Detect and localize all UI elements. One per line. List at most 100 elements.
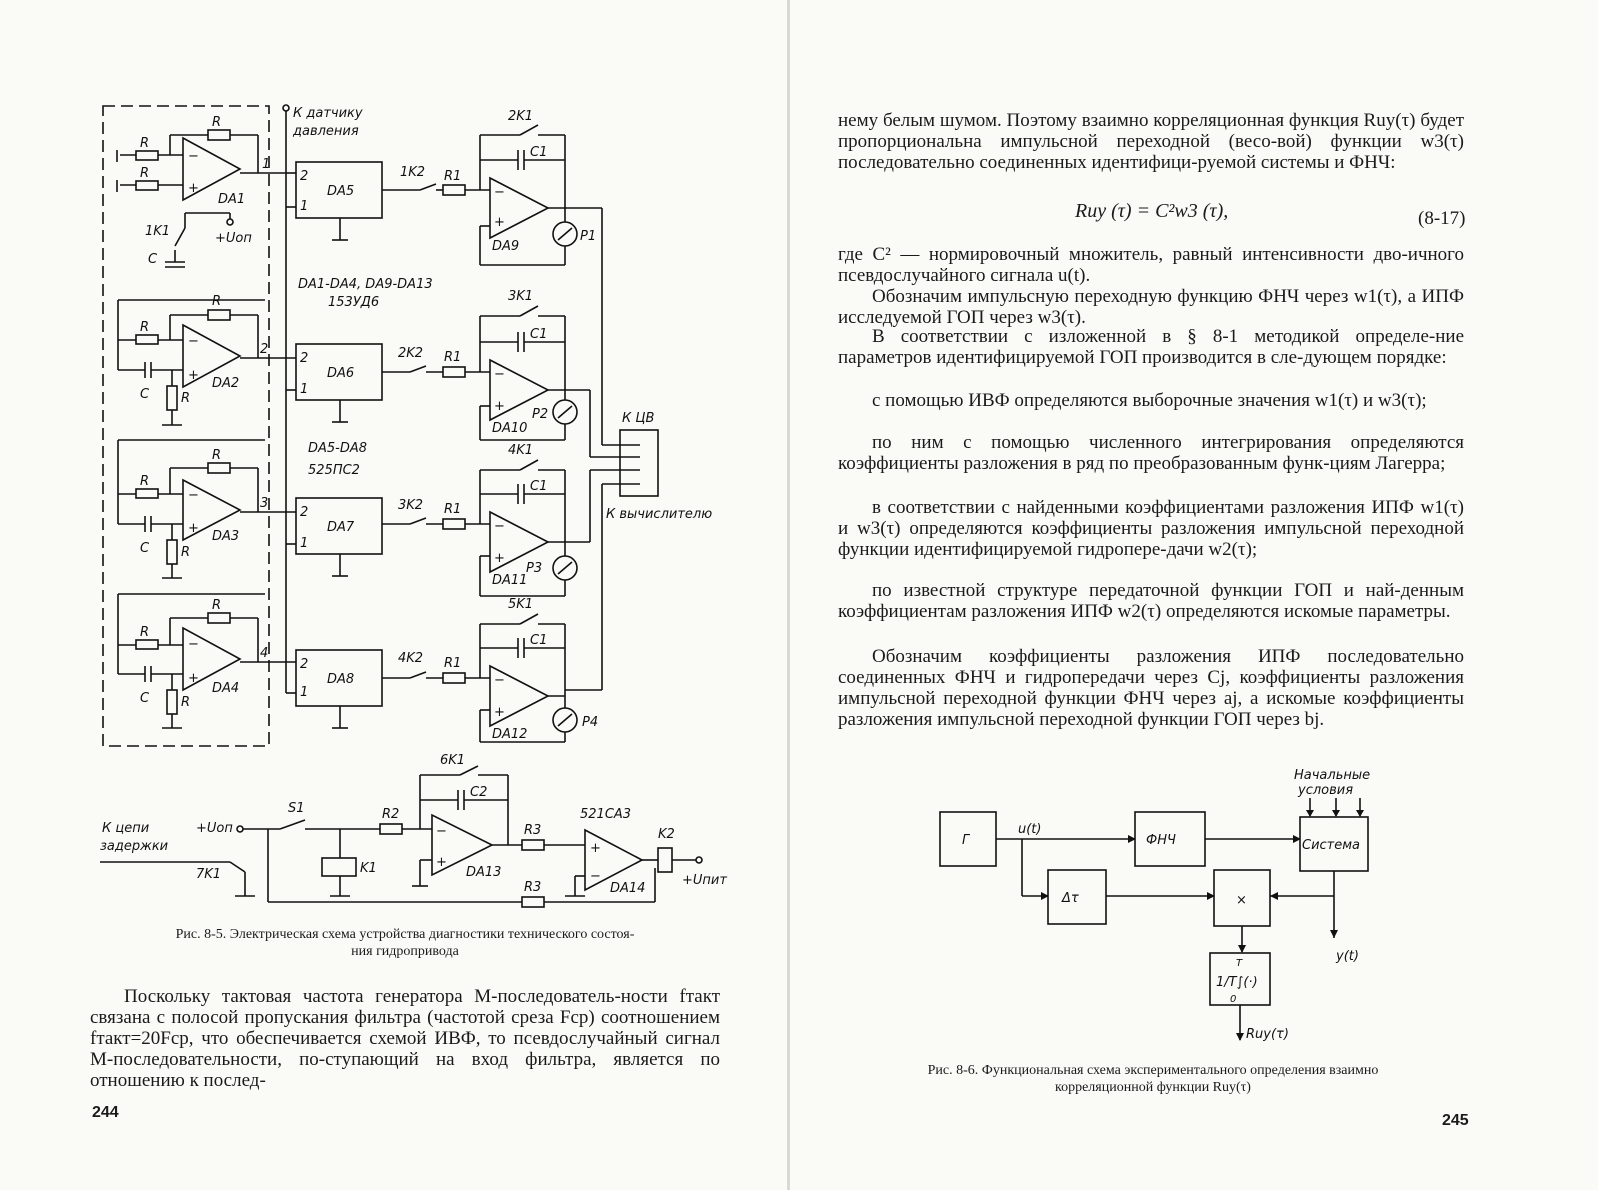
- label-comparator: 521СА3: [580, 807, 631, 822]
- label-upit: +Uпит: [682, 873, 727, 888]
- label-ic-group-2: DA5-DA8: [308, 441, 367, 456]
- stage-3: −+ DA3 R R C R 3 DA7 21 3K2 R1 −+ DA11: [117, 439, 591, 597]
- label-r: R: [140, 136, 149, 151]
- svg-text:2: 2: [300, 351, 308, 366]
- label-yt: y(t): [1335, 949, 1359, 964]
- svg-text:1: 1: [300, 382, 308, 397]
- label-c: C: [140, 387, 150, 402]
- svg-text:−: −: [590, 869, 601, 884]
- label-c: C: [140, 691, 150, 706]
- label-c1: C1: [530, 479, 547, 494]
- svg-text:+: +: [494, 551, 505, 566]
- sensor-block-enclosure: [102, 105, 270, 747]
- label-multiplier: ×: [1236, 893, 1247, 908]
- svg-text:+: +: [436, 855, 447, 870]
- sensor-label-1: К датчику: [293, 106, 363, 121]
- svg-text:2: 2: [300, 657, 308, 672]
- stage-1: −+ DA1 R R R 1 1K1 +Uоп C DA5 21 1K2 R1: [116, 109, 603, 445]
- label-ic-group-1-type: 153УД6: [328, 295, 379, 310]
- caption-line: Рис. 8-6. Функциональная схема экспериме…: [927, 1063, 1379, 1078]
- caption-line: Рис. 8-5. Электрическая схема устройства…: [175, 927, 635, 942]
- svg-text:+: +: [494, 215, 505, 230]
- label-r: R: [181, 545, 190, 560]
- svg-text:−: −: [494, 185, 505, 200]
- body-paragraph: Обозначим коэффициенты разложения ИПФ по…: [838, 646, 1464, 730]
- label-k1: K1: [360, 861, 377, 876]
- caption-line: корреляционной функции Ruy(τ): [1055, 1080, 1251, 1095]
- label-c: C: [148, 252, 158, 267]
- delay-circuit: К цепи задержки +Uоп S1 R2 −+ DA13 6K1 C…: [100, 753, 727, 908]
- figure-8-5-caption: Рис. 8-5. Электрическая схема устройства…: [90, 926, 720, 960]
- label-r: R: [212, 448, 221, 463]
- svg-text:+: +: [494, 705, 505, 720]
- label-da7: DA7: [327, 520, 355, 535]
- svg-text:−: −: [494, 367, 505, 382]
- label-da1: DA1: [218, 192, 245, 207]
- svg-text:2: 2: [300, 505, 308, 520]
- label-da12: DA12: [492, 727, 527, 742]
- label-da10: DA10: [492, 421, 527, 436]
- label-p4: P4: [582, 715, 598, 730]
- relay-k1: [321, 857, 357, 877]
- book-gutter: [787, 0, 790, 1190]
- formula-8-17: Ruy (τ) = C²w3 (τ),: [1075, 200, 1229, 222]
- label-r1: R1: [444, 169, 461, 184]
- label-delay-1: К цепи: [102, 821, 149, 836]
- svg-text:1: 1: [300, 536, 308, 551]
- label-c1: C1: [530, 633, 547, 648]
- label-integrator: 1/T∫(·): [1216, 975, 1258, 990]
- body-paragraph: где C² — нормировочный множитель, равный…: [838, 244, 1464, 286]
- label-r1: R1: [444, 656, 461, 671]
- label-delay-2: задержки: [100, 839, 168, 854]
- label-r3: R3: [524, 880, 541, 895]
- label-r: R: [212, 598, 221, 613]
- label-integrator-upper: T: [1236, 958, 1243, 969]
- label-integrator-lower: 0: [1230, 994, 1236, 1005]
- svg-text:+: +: [494, 399, 505, 414]
- svg-text:+: +: [188, 521, 199, 536]
- label-r: R: [181, 391, 190, 406]
- svg-text:+: +: [188, 181, 199, 196]
- label-r: R: [212, 294, 221, 309]
- label-ic-group-2-type: 525ПС2: [308, 463, 360, 478]
- label-initial-conditions-1: Начальные: [1294, 768, 1370, 783]
- label-r3: R3: [524, 823, 541, 838]
- label-da13: DA13: [466, 865, 501, 880]
- label-1k1: 1K1: [145, 224, 170, 239]
- svg-text:−: −: [494, 519, 505, 534]
- svg-text:1: 1: [300, 199, 308, 214]
- label-r: R: [181, 695, 190, 710]
- label-initial-conditions-2: условия: [1297, 783, 1353, 798]
- label-ut: u(t): [1018, 822, 1041, 837]
- label-2k1: 2K1: [508, 109, 533, 124]
- body-paragraph: в соответствии с найденными коэффициента…: [838, 497, 1464, 560]
- label-uop: +Uоп: [215, 231, 252, 246]
- label-r1: R1: [444, 350, 461, 365]
- label-ic-group-1: DA1-DA4, DA9-DA13: [298, 277, 433, 292]
- label-c1: C1: [530, 145, 547, 160]
- opamp-da9: [489, 176, 550, 240]
- block-lpf: [1134, 811, 1206, 867]
- block-multiplier: [1213, 869, 1271, 927]
- svg-text:1: 1: [300, 685, 308, 700]
- label-da11: DA11: [492, 573, 527, 588]
- figure-8-5-schematic: К датчику давления −+ DA1 R R R 1 1K1 +U…: [100, 104, 727, 908]
- label-da5: DA5: [327, 184, 354, 199]
- page-number: 244: [92, 1104, 119, 1121]
- body-paragraph: нему белым шумом. Поэтому взаимно коррел…: [838, 110, 1464, 173]
- label-3k2: 3K2: [398, 498, 423, 513]
- label-6k1: 6K1: [440, 753, 465, 768]
- svg-text:−: −: [188, 637, 199, 652]
- svg-text:−: −: [188, 149, 199, 164]
- stage-2: −+ DA2 R R C R 2 DA6 21 2K2 R1 −+ DA10: [117, 289, 591, 457]
- label-da2: DA2: [212, 376, 239, 391]
- body-paragraph: В соответствии с изложенной в § 8-1 мето…: [838, 326, 1464, 368]
- label-5k1: 5K1: [508, 597, 533, 612]
- label-r1: R1: [444, 502, 461, 517]
- left-page: К датчику давления −+ DA1 R R R 1 1K1 +U…: [0, 0, 790, 1190]
- label-s1: S1: [288, 801, 305, 816]
- chip-da5: [295, 161, 383, 219]
- figure-8-6-caption: Рис. 8-6. Функциональная схема экспериме…: [838, 1062, 1468, 1096]
- svg-text:−: −: [494, 673, 505, 688]
- label-c2: C2: [470, 785, 487, 800]
